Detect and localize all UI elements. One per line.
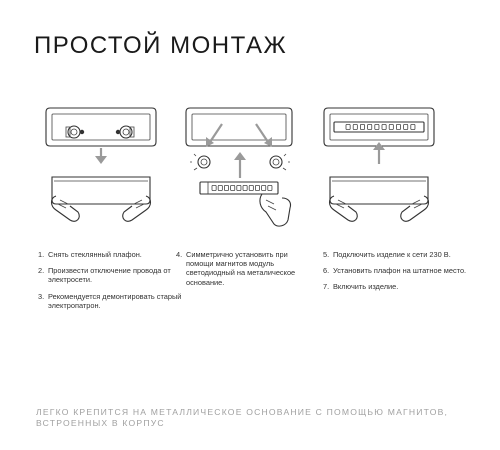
led-chip [248,185,254,192]
magnet-icon [190,153,211,171]
step-item: 1.Снять стеклянный плафон. [38,250,188,259]
led-chip [230,185,236,192]
step-number: 3. [38,291,45,301]
led-chip [367,123,373,130]
step1-illustration [45,107,157,222]
base-with-led-module-icon [323,107,435,147]
led-chip [395,123,401,130]
step-number: 1. [38,250,45,259]
led-chip [261,185,267,192]
led-chip [217,185,223,192]
step-item: 7.Включить изделие. [323,282,473,291]
arrow-up-icon [373,142,385,164]
led-module-icon [199,181,279,195]
step2-illustration [185,107,293,227]
arrow-diagonal-right-icon [255,123,272,147]
glass-shade-with-hands-icon [328,176,430,222]
magnet-icon [269,153,290,171]
steps-column-3: 5.Подключить изделие к сети 230 В.6.Уста… [323,250,473,299]
step-number: 2. [38,266,45,276]
led-chip [223,185,229,192]
step-item: 6.Установить плафон на штатное место. [323,266,473,275]
step-text: Включить изделие. [333,282,399,292]
step-text: Произвести отключение провода от электро… [48,266,171,285]
arrow-diagonal-left-icon [206,123,223,147]
glass-shade-with-hands-icon [50,176,152,222]
led-chip [381,123,387,130]
step-text: Симметрично установить при помощи магнит… [186,250,296,287]
step-item: 4.Симметрично установить при помощи магн… [176,250,316,287]
step-number: 5. [323,250,330,259]
step3-illustration [323,107,435,222]
arrow-down-icon [95,148,107,164]
led-chip [410,123,416,130]
step-text: Рекомендуется демонтировать старый элект… [48,291,182,310]
led-chip [352,123,358,130]
led-chip [211,185,217,192]
led-chip [388,123,394,130]
led-chip [374,123,380,130]
footer-note: ЛЕГКО КРЕПИТСЯ НА МЕТАЛЛИЧЕСКОЕ ОСНОВАНИ… [36,407,449,428]
led-chip [359,123,365,130]
step-number: 6. [323,266,330,276]
led-chip [267,185,273,192]
base-with-lampholders-icon [45,107,157,147]
page-title: ПРОСТОЙ МОНТАЖ [34,32,288,59]
step-item: 5.Подключить изделие к сети 230 В. [323,250,473,259]
led-chip [242,185,248,192]
step-text: Снять стеклянный плафон. [48,250,142,259]
installation-illustrations [45,107,435,227]
led-chip [254,185,260,192]
led-chip [345,123,351,130]
led-chip [236,185,242,192]
step-text: Установить плафон на штатное место. [333,266,467,276]
step-text: Подключить изделие к сети 230 В. [333,250,451,259]
led-chip [403,123,409,130]
steps-column-2: 4.Симметрично установить при помощи магн… [176,250,316,294]
step-number: 4. [176,250,183,259]
step-item: 2.Произвести отключение провода от элект… [38,266,188,284]
arrow-up-icon [234,152,246,178]
step-item: 3.Рекомендуется демонтировать старый эле… [38,292,188,310]
step-number: 7. [323,282,330,292]
steps-column-1: 1.Снять стеклянный плафон.2.Произвести о… [38,250,188,317]
hand-holding-module-icon [259,193,292,227]
base-housing-icon [185,107,293,147]
